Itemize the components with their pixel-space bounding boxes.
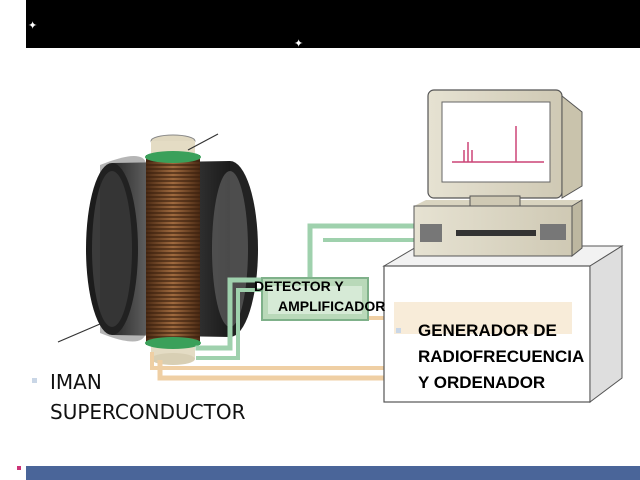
magnet-front-shade bbox=[100, 155, 146, 342]
nmr-spectrum bbox=[452, 126, 544, 163]
magnet-label-line1: IMAN bbox=[50, 370, 102, 394]
generator-label-line3: Y ORDENADOR bbox=[418, 373, 546, 392]
computer-workstation bbox=[413, 89, 583, 258]
sparkle-icon: ✦ bbox=[294, 37, 304, 50]
rf-coil bbox=[145, 151, 201, 349]
sparkle-icon: ✦ bbox=[28, 19, 38, 32]
footer-band bbox=[26, 466, 640, 480]
magnet-label-line2: SUPERCONDUCTOR bbox=[50, 400, 246, 424]
generator-label-line1: GENERADOR DE bbox=[418, 321, 557, 340]
square-bullet-icon bbox=[32, 378, 37, 383]
square-bullet-icon bbox=[396, 328, 401, 333]
detector-label-line1: DETECTOR Y bbox=[254, 278, 344, 294]
detector-label-line2: AMPLIFICADOR bbox=[278, 298, 386, 314]
generator-label-line2: RADIOFRECUENCIA bbox=[418, 347, 585, 366]
slide-marker bbox=[17, 466, 21, 470]
detector-amplifier-box bbox=[261, 277, 369, 321]
header-band: ✦ ✦ bbox=[26, 0, 640, 50]
